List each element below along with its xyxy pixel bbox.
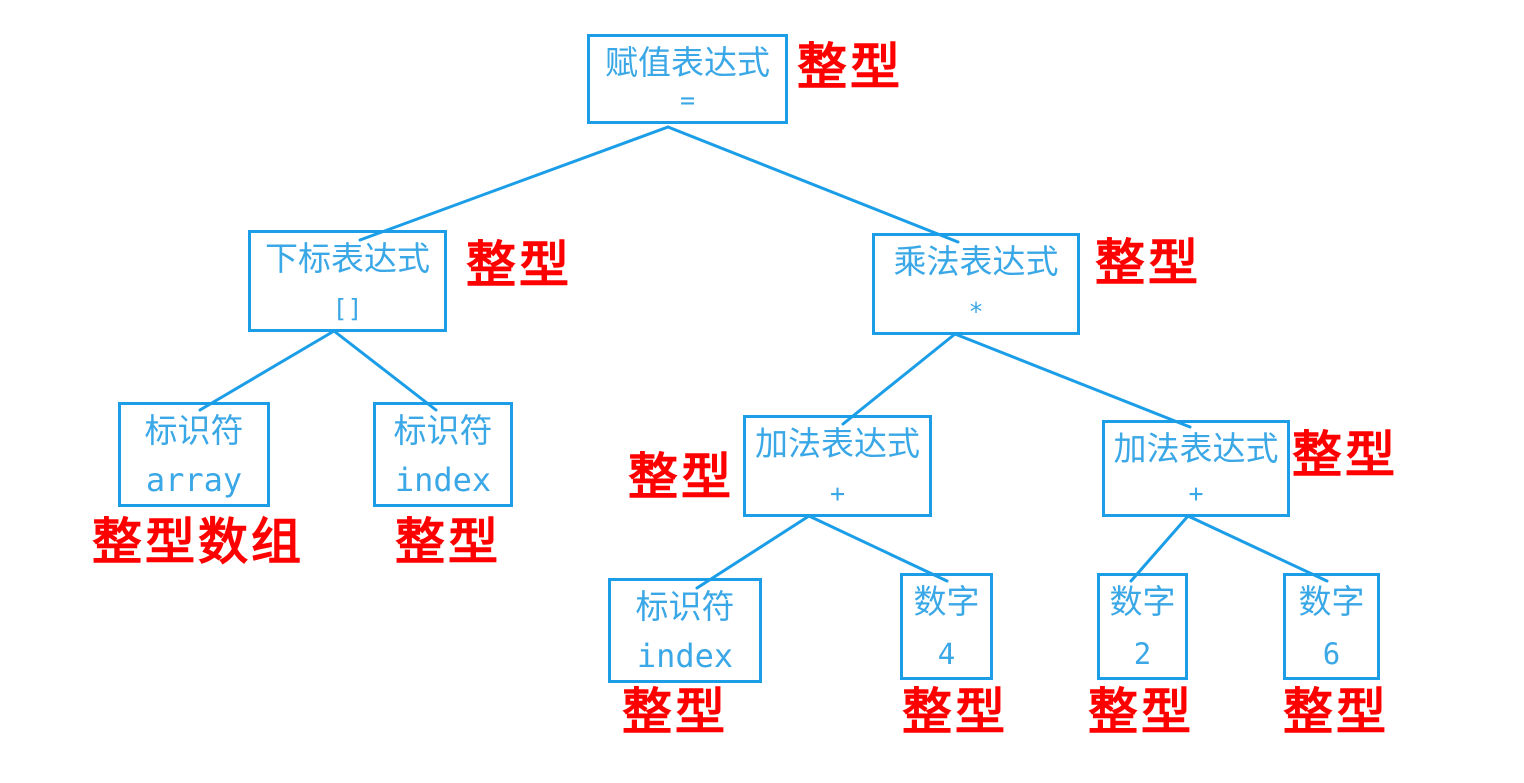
node-operator: [] <box>332 294 363 323</box>
node-identifier-array: 标识符 array <box>118 402 270 507</box>
edge-add-left-num-4 <box>807 514 949 583</box>
node-operator: + <box>1188 479 1204 508</box>
edge-subscript-id-array <box>198 329 336 412</box>
node-value: index <box>636 637 734 675</box>
node-multiplication-expression: 乘法表达式 * <box>872 233 1080 335</box>
node-title: 加法表达式 <box>755 424 920 463</box>
edge-add-right-num-6 <box>1186 514 1329 583</box>
node-title: 加法表达式 <box>1113 429 1279 468</box>
node-title: 乘法表达式 <box>893 242 1059 281</box>
node-value: index <box>394 461 492 499</box>
edge-root-mult <box>666 125 960 244</box>
node-value: 4 <box>937 637 956 671</box>
node-title: 标识符 <box>393 411 493 450</box>
node-title: 数字 <box>1109 582 1176 621</box>
node-value: array <box>145 461 243 499</box>
node-title: 赋值表达式 <box>605 43 770 82</box>
type-annotation-mult: 整型 <box>1095 234 1201 292</box>
type-annotation-root: 整型 <box>797 38 903 96</box>
node-operator: + <box>829 479 846 508</box>
node-operator: = <box>679 86 696 115</box>
edge-root-subscript <box>358 125 670 242</box>
node-addition-expression-left: 加法表达式 + <box>743 415 932 517</box>
node-operator: * <box>968 297 984 326</box>
type-annotation-leaf-index: 整型 <box>622 683 728 741</box>
node-number-2: 数字 2 <box>1097 573 1188 680</box>
node-assignment-expression: 赋值表达式 = <box>587 34 788 124</box>
type-annotation-num-2: 整型 <box>1088 683 1194 741</box>
edge-mult-add-right <box>953 332 1192 429</box>
node-identifier-index: 标识符 index <box>373 402 513 507</box>
node-title: 下标表达式 <box>265 239 430 278</box>
node-number-6: 数字 6 <box>1283 573 1380 680</box>
type-annotation-num-4: 整型 <box>902 683 1008 741</box>
node-subscript-expression: 下标表达式 [] <box>248 230 447 332</box>
type-annotation-identifier-array: 整型数组 <box>92 513 304 571</box>
type-annotation-add-right: 整型 <box>1292 426 1398 484</box>
node-value: 2 <box>1133 637 1152 671</box>
node-value: 6 <box>1322 637 1341 671</box>
type-annotation-add-left: 整型 <box>628 448 734 506</box>
edge-mult-add-left <box>841 332 957 426</box>
type-annotation-num-6: 整型 <box>1283 683 1389 741</box>
edge-subscript-id-index <box>332 329 438 412</box>
node-identifier-index-leaf: 标识符 index <box>608 578 762 683</box>
node-title: 标识符 <box>144 411 244 450</box>
edge-add-right-num-2 <box>1129 514 1190 583</box>
node-title: 数字 <box>1298 582 1365 621</box>
node-title: 数字 <box>913 582 980 621</box>
node-number-4: 数字 4 <box>900 573 993 680</box>
node-addition-expression-right: 加法表达式 + <box>1102 420 1290 517</box>
type-annotation-identifier-index: 整型 <box>395 513 501 571</box>
type-annotation-subscript: 整型 <box>466 236 572 294</box>
node-title: 标识符 <box>635 587 735 626</box>
